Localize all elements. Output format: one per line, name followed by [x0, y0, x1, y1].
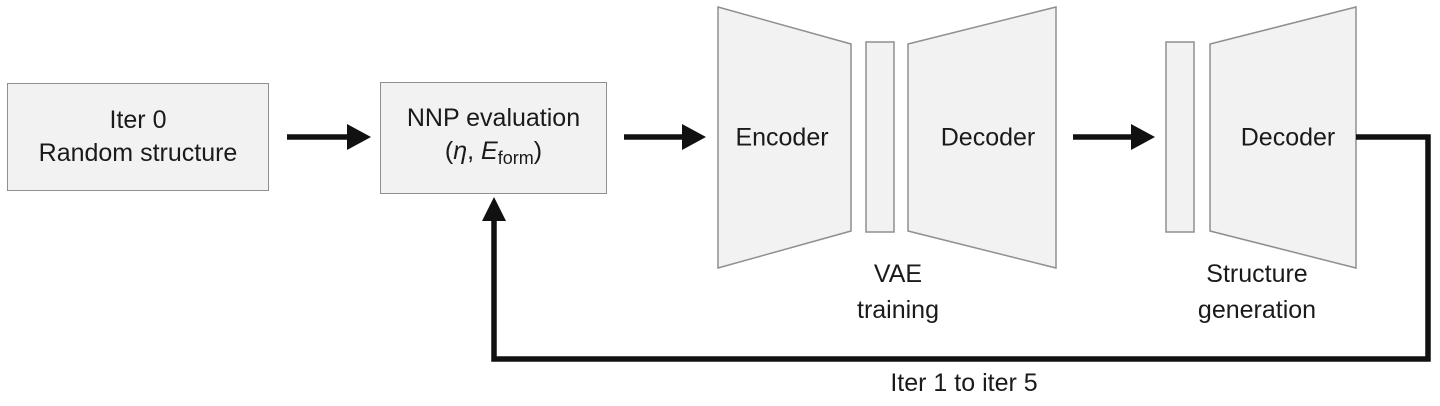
vae-latent-vector-rect: [865, 41, 895, 233]
iter0-label-line1: Iter 0: [109, 106, 167, 134]
arrow-vae-to-generation: [1073, 124, 1155, 150]
formula-close-paren: ): [533, 136, 543, 165]
generation-decoder-label: Decoder: [1240, 123, 1336, 152]
encoder-label: Encoder: [735, 123, 829, 152]
formula-energy-subscript: form: [497, 147, 534, 168]
nnp-formula: (η, Eform): [445, 135, 542, 175]
encoder-shape: [717, 6, 852, 269]
nnp-evaluation-box: NNP evaluation (η, Eform): [380, 82, 607, 194]
formula-eta-symbol: η: [453, 136, 468, 165]
feedback-loop-arrow: [482, 134, 1431, 362]
arrow-nnp-to-encoder: [624, 124, 706, 150]
vae-decoder-label: Decoder: [940, 123, 1036, 152]
generation-decoder-shape: [1209, 6, 1357, 269]
vae-caption: VAE training: [857, 256, 939, 328]
iter0-random-structure-box: Iter 0 Random structure: [7, 83, 269, 191]
nnp-label-line1: NNP evaluation: [406, 103, 581, 132]
loop-iteration-label: Iter 1 to iter 5: [890, 369, 1038, 397]
vae-caption-line1: VAE: [873, 260, 923, 288]
formula-separator: ,: [467, 136, 482, 165]
generation-caption: Structure generation: [1198, 256, 1316, 328]
generation-caption-line1: Structure: [1206, 260, 1308, 288]
generation-latent-vector-rect: [1165, 41, 1195, 233]
vae-decoder-shape: [907, 6, 1057, 269]
formula-open-paren: (: [444, 136, 454, 165]
arrow-iter0-to-nnp: [287, 124, 371, 150]
iter0-label-line2: Random structure: [38, 139, 238, 167]
formula-energy-variable: E: [481, 136, 498, 165]
generation-caption-line2: generation: [1197, 296, 1317, 324]
vae-caption-line2: training: [857, 296, 939, 324]
